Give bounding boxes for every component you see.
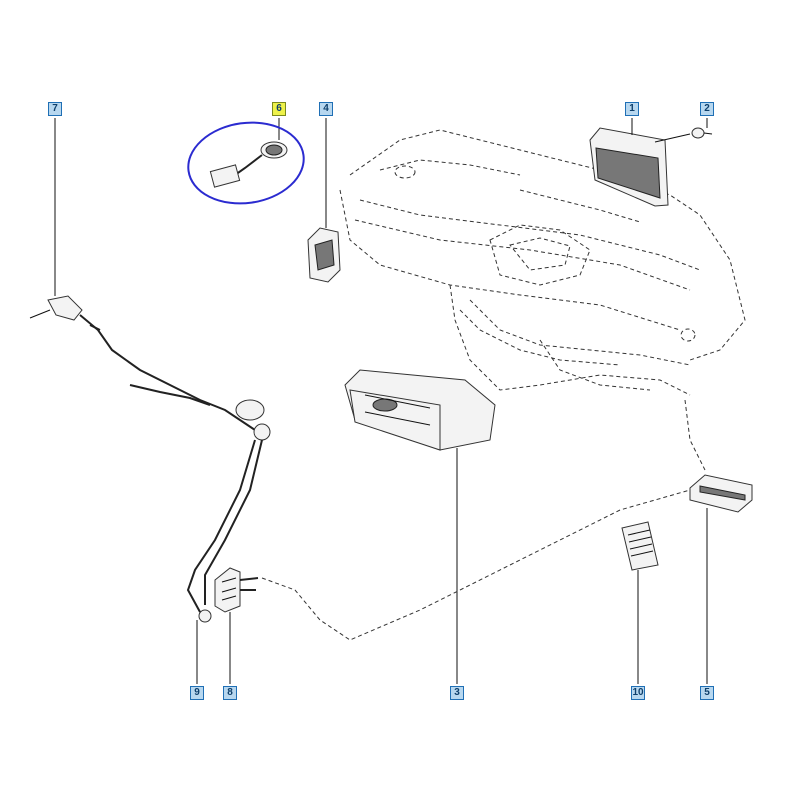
screw-part: [654, 118, 713, 143]
callout-3[interactable]: 3: [450, 686, 464, 700]
wiring-harness-part: [29, 118, 271, 613]
dashboard-outline: [339, 129, 746, 396]
callout-9[interactable]: 9: [190, 686, 204, 700]
callout-5[interactable]: 5: [700, 686, 714, 700]
switch-part: [307, 118, 341, 283]
callout-2[interactable]: 2: [700, 102, 714, 116]
callout-7[interactable]: 7: [48, 102, 62, 116]
callout-6[interactable]: 6: [272, 102, 286, 116]
callout-4[interactable]: 4: [319, 102, 333, 116]
manual-booklet-part: [621, 521, 659, 684]
callout-8[interactable]: 8: [223, 686, 237, 700]
radio-unit-part: [344, 369, 496, 684]
highlight-circle: [187, 121, 305, 205]
control-module-part: [684, 399, 753, 684]
microphone-part: [209, 118, 288, 188]
callout-10[interactable]: 10: [631, 686, 645, 700]
callout-1[interactable]: 1: [625, 102, 639, 116]
wire-end-part: [196, 609, 212, 684]
display-screen-part: [589, 118, 669, 207]
connector-block-part: [214, 489, 691, 684]
